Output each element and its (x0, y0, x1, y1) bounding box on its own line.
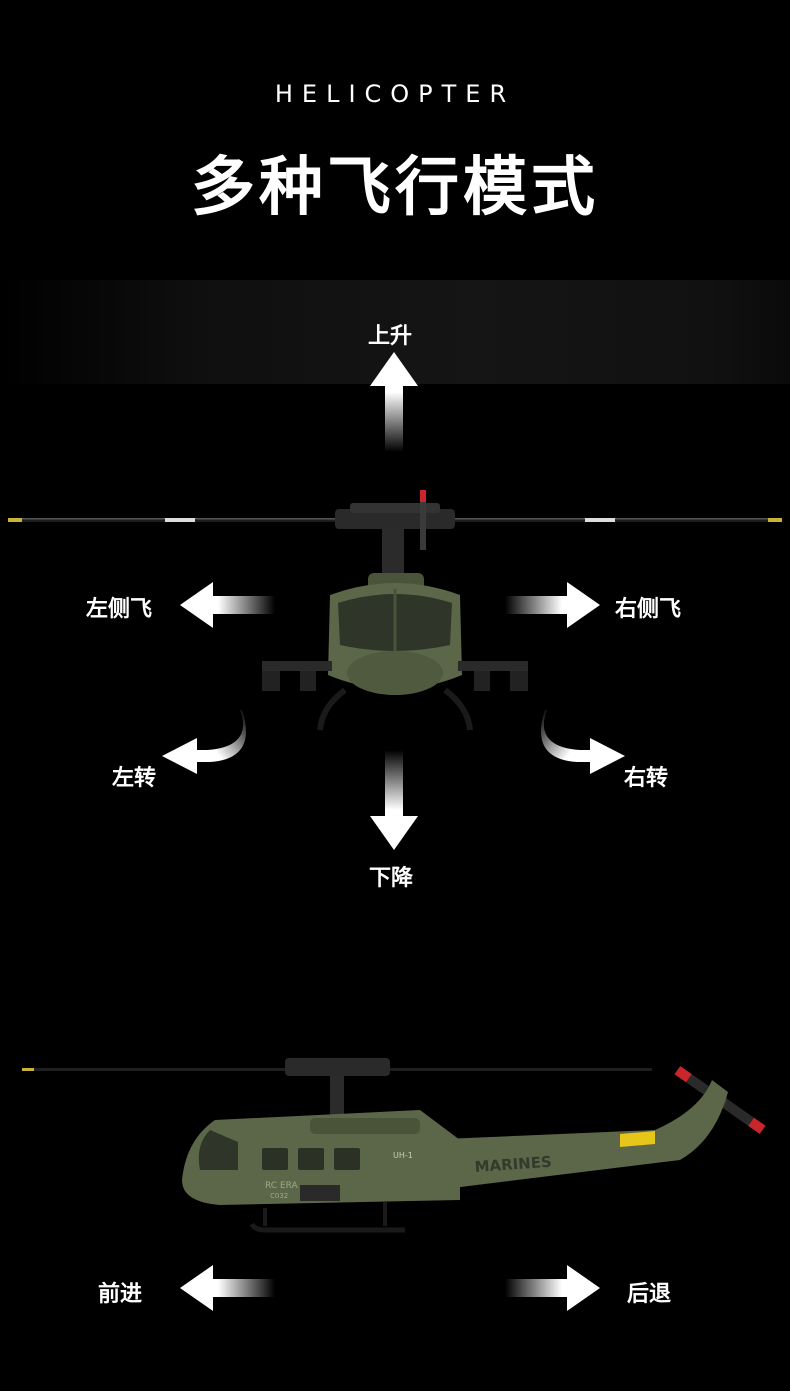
arrow-left-turn-icon (162, 710, 247, 774)
label-right-turn: 右转 (624, 766, 669, 791)
marking-model: C032 (270, 1192, 288, 1200)
label-up: 上升 (368, 324, 413, 349)
label-backward: 后退 (627, 1282, 672, 1307)
arrow-down-icon (370, 750, 418, 850)
label-down: 下降 (369, 866, 414, 891)
marking-type: UH-1 (393, 1151, 413, 1160)
label-right-side: 右侧飞 (615, 597, 682, 622)
arrow-forward-icon (180, 1265, 275, 1311)
eyebrow-heading: HELICOPTER (274, 80, 516, 108)
arrow-right-side-icon (505, 582, 600, 628)
arrow-up-icon (370, 352, 418, 452)
marking-service: MARINES (474, 1153, 552, 1176)
page-title: 多种飞行模式 (191, 151, 599, 225)
arrow-right-turn-icon (540, 710, 625, 774)
helicopter-front-image (8, 490, 782, 731)
label-left-side: 左侧飞 (86, 597, 153, 622)
arrow-left-side-icon (180, 582, 275, 628)
label-forward: 前进 (98, 1282, 143, 1307)
marking-brand: RC ERA (265, 1181, 299, 1191)
helicopter-side-image: RC ERA C032 UH-1 MARINES (22, 1058, 766, 1233)
label-left-turn: 左转 (112, 766, 157, 791)
arrow-backward-icon (505, 1265, 600, 1311)
